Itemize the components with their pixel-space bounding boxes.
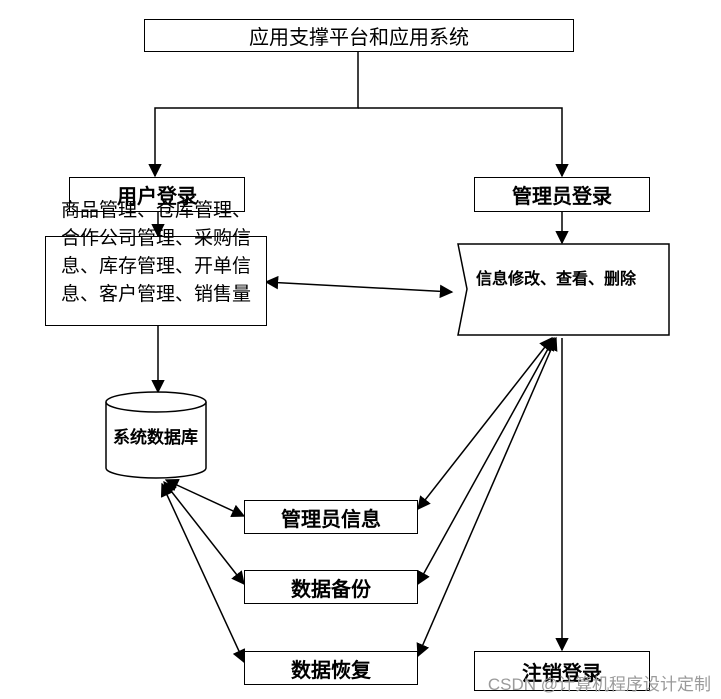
admin-login-label: 管理员登录 [512, 184, 612, 208]
info-admininfo-arrow [417, 336, 553, 511]
top-title-box: 应用支撑平台和应用系统 [144, 19, 574, 52]
admin-login-box: 管理员登录 [474, 177, 650, 212]
backup-box: 数据备份 [244, 570, 418, 604]
info-restore-arrow [416, 336, 558, 658]
logout-label: 注销登录 [522, 660, 602, 685]
top-to-admin-login-arrow [358, 107, 569, 178]
restore-box: 数据恢复 [244, 651, 418, 685]
modules-info-bidirectional-arrow [264, 275, 454, 299]
database-label: 系统数据库 [113, 428, 198, 448]
restore-label: 数据恢复 [291, 657, 371, 682]
info-ops-label: 信息修改、查看、删除 [476, 269, 637, 288]
top-title: 应用支撑平台和应用系统 [249, 25, 469, 49]
admin-info-label: 管理员信息 [281, 506, 381, 531]
info-ops-shape [457, 243, 670, 336]
database-admininfo-arrow [164, 478, 246, 518]
backup-label: 数据备份 [291, 576, 371, 601]
logout-box: 注销登录 [474, 651, 650, 691]
modules-text: 商品管理、仓库管理、合作公司管理、采购信息、库存管理、开单信息、客户管理、销售量 [60, 199, 251, 305]
modules-box [45, 236, 267, 326]
watermark: CSDN @计算机程序设计定制 [487, 675, 711, 694]
database-restore-arrow [160, 482, 246, 664]
info-backup-arrow [417, 336, 555, 586]
database-cylinder [105, 391, 207, 479]
user-login-box: 用户登录 [69, 177, 245, 212]
top-to-user-login-arrow [148, 52, 359, 178]
admin-info-box: 管理员信息 [244, 500, 418, 534]
user-login-label: 用户登录 [117, 184, 197, 208]
